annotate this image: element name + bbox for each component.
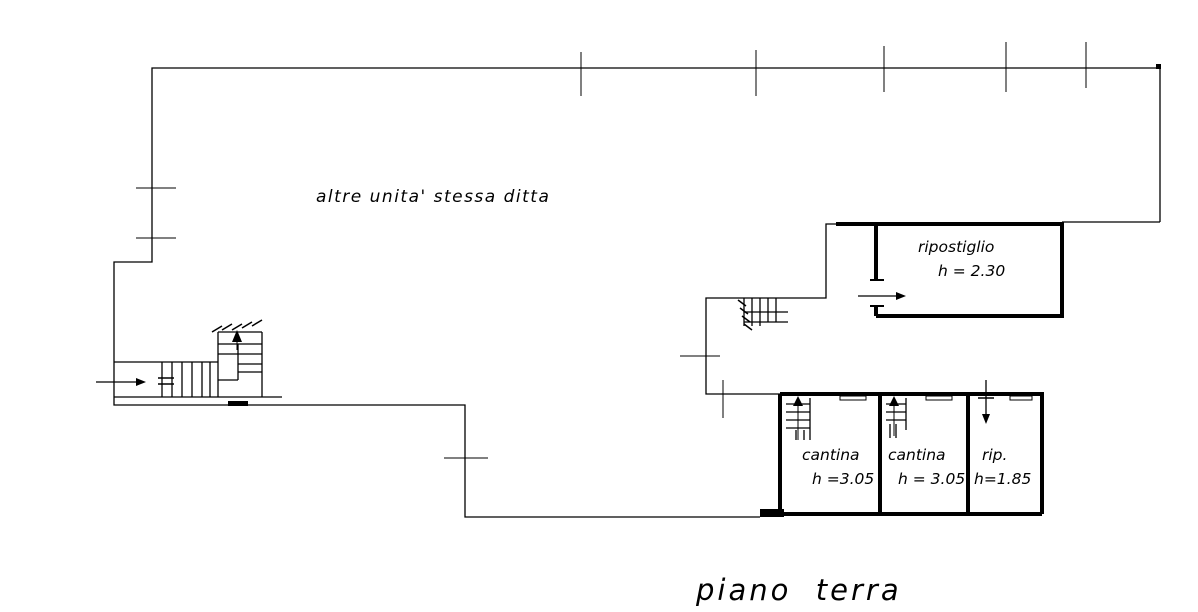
room-name-cantina-2: cantina xyxy=(888,446,946,464)
outer-wall-outline xyxy=(113,67,1161,518)
room-height-rip: h=1.85 xyxy=(974,470,1031,488)
room-height-cantina-2: h = 3.05 xyxy=(898,470,965,488)
inner-wall-step xyxy=(705,223,836,395)
entrance-arrow-head xyxy=(136,378,146,386)
room-name-cantina-1: cantina xyxy=(802,446,860,464)
room-name-ripostiglio: ripostiglio xyxy=(918,238,994,256)
stair-left xyxy=(158,319,263,406)
room-ripostiglio xyxy=(836,222,1064,318)
room-height-cantina-1: h =3.05 xyxy=(812,470,874,488)
stair-center xyxy=(737,298,788,331)
area-label: altre unita' stessa ditta xyxy=(316,187,550,207)
floor-title: piano terra xyxy=(695,573,902,607)
corner-mark xyxy=(1156,64,1161,69)
room-cantine-block xyxy=(760,380,1044,517)
room-height-ripostiglio: h = 2.30 xyxy=(938,262,1005,280)
room-name-rip: rip. xyxy=(982,446,1007,464)
